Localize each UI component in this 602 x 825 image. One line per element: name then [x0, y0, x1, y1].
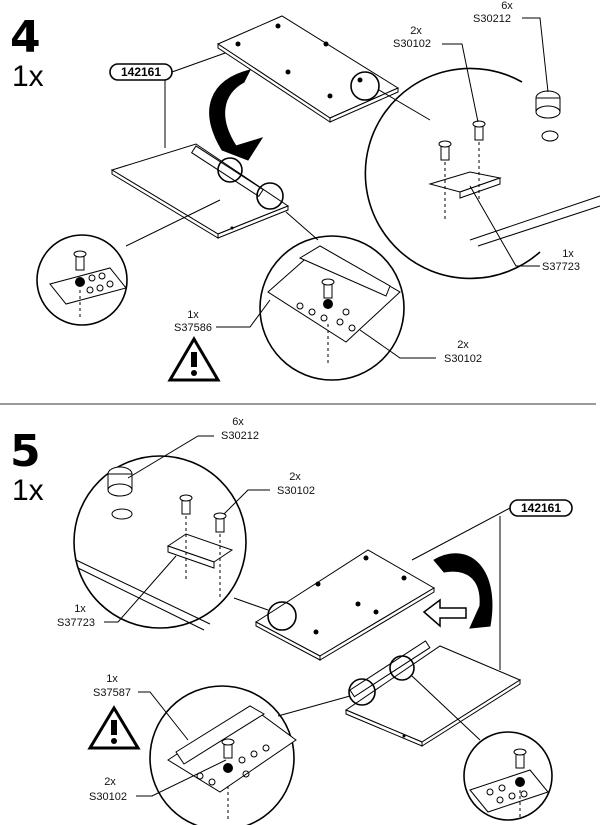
- step-5-screw-rail-code: S30102: [89, 791, 127, 803]
- step-5-rail-qty: 1x: [106, 673, 118, 685]
- step-5-detail-rail: [149, 685, 297, 825]
- step-5-detail-bracket: [73, 455, 247, 631]
- cam-lock-icon: [535, 90, 561, 142]
- rotate-arrow-icon: [433, 553, 493, 629]
- step-4-screw-rail-qty: 2x: [457, 339, 469, 351]
- cam-lock-icon: [107, 466, 133, 520]
- step-5-bracket-qty: 1x: [74, 603, 86, 615]
- step-4-top-panel: [216, 15, 400, 123]
- step-4-bottom-panel: [110, 143, 290, 239]
- step-5-detail-screw: [463, 731, 553, 821]
- step-4-quantity: 1x: [12, 60, 44, 93]
- step-5-screw-top-code: S30102: [277, 485, 315, 497]
- step-4-rail-code: S37586: [174, 322, 212, 334]
- step-5-cam-code: S30212: [221, 430, 259, 442]
- step-5-part-tag: 142161: [521, 501, 561, 515]
- step-5-bottom-panel: [344, 640, 522, 747]
- step-4-screw-top-code: S30102: [393, 38, 431, 50]
- step-5-screw-rail-qty: 2x: [104, 776, 116, 788]
- step-5-number: 5: [10, 426, 41, 477]
- warning-triangle-icon: [87, 705, 141, 750]
- step-4-bracket-qty: 1x: [562, 248, 574, 260]
- step-4-bracket-code: S37723: [542, 261, 580, 273]
- step-4-screw-rail-code: S30102: [444, 353, 482, 365]
- step-5-quantity: 1x: [12, 474, 44, 507]
- step-5-top-panel: [255, 549, 435, 661]
- step-5-screw-top-qty: 2x: [289, 471, 301, 483]
- step-4-cam-qty: 6x: [501, 0, 513, 12]
- step-4-detail-bracket: [364, 67, 601, 280]
- step-5-bracket-code: S37723: [57, 617, 95, 629]
- step-4-rail-qty: 1x: [187, 309, 199, 321]
- step-4-number: 4: [10, 12, 41, 63]
- step-5-rail-code: S37587: [93, 687, 131, 699]
- step-5: 5 1x 6x S30212: [10, 416, 573, 825]
- screw-icon: [179, 494, 227, 533]
- step-5-cam-qty: 6x: [232, 416, 244, 428]
- step-4-detail-rail: [259, 235, 405, 381]
- screw-icon: [438, 120, 486, 161]
- step-4-part-tag: 142161: [121, 65, 161, 79]
- step-4-screw-top-qty: 2x: [410, 25, 422, 37]
- step-4-cam-code: S30212: [473, 13, 511, 25]
- rotate-arrow-icon: [209, 69, 264, 161]
- step-4-detail-screw: [36, 234, 128, 326]
- warning-triangle-icon: [167, 336, 221, 382]
- step-4: 4 1x 142161: [10, 0, 601, 382]
